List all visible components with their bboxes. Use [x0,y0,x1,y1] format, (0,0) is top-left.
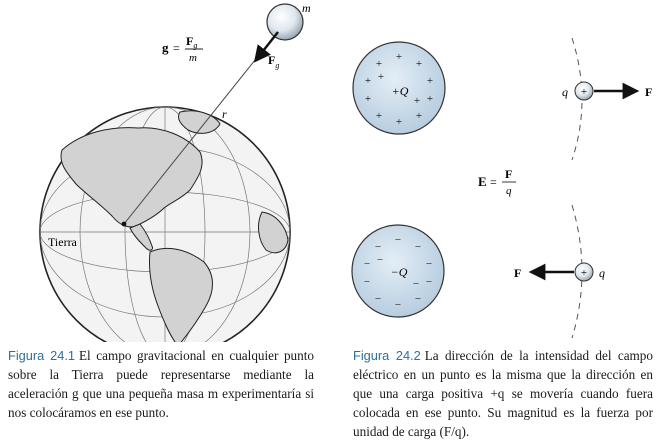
svg-text:Fg: Fg [186,34,197,50]
positive-charge-sphere [352,41,446,135]
force-label-top: F [645,85,652,99]
svg-text:m: m [189,52,197,64]
earth [39,106,291,342]
svg-text:q: q [506,185,512,197]
earth-label: Tierra [48,235,78,249]
svg-text:=: = [490,175,497,189]
test-charge-label-bottom: q [599,266,605,280]
positive-sign: + [414,95,420,107]
central-america [129,223,153,251]
africa-edge [258,211,289,254]
figure-24-1: m Fg r Tierra g = Fg m [39,1,311,342]
test-charge-bottom [574,262,594,282]
positive-sign: + [396,116,402,128]
positive-signs: ++++++++++++ [365,51,433,128]
positive-sign: + [365,93,371,105]
south-america-continent [149,247,213,342]
svg-text:F: F [505,167,512,181]
positive-sign: + [427,93,433,105]
positive-sign: + [427,75,433,87]
negative-charge-label: −Q [391,265,408,279]
north-america-continent [60,127,203,228]
positive-sign: + [396,51,402,63]
test-charge-top [574,81,594,101]
negative-sign: − [364,276,370,288]
distance-label: r [222,107,227,121]
surface-point [121,221,127,227]
force-label-bottom: F [514,266,521,280]
negative-sign: − [413,278,419,290]
negative-sign: − [395,234,401,246]
figure-24-1-caption-text: El campo gravitacional en cualquier punt… [8,348,314,420]
force-label: Fg [268,53,279,70]
figure-24-2: ++++++++++++ +Q −−−−−−−−−−−− −Q + F q + … [351,37,652,339]
negative-sign: − [415,241,421,253]
positive-sign: + [376,58,382,70]
test-charge-bottom-sign: + [581,267,587,279]
svg-text:g: g [162,40,169,55]
force-arrow [253,31,279,63]
positive-sign: + [416,58,422,70]
positive-sign: + [376,110,382,122]
test-charge-label-top: q [562,85,568,99]
gravity-field-formula: g = Fg m [162,34,203,64]
electric-field-formula: E = F q [478,167,516,197]
field-line-top [571,37,583,161]
negative-sign: − [415,293,421,305]
negative-sign: − [375,293,381,305]
negative-sign: − [377,254,383,266]
positive-sign: + [416,110,422,122]
positive-sign: + [365,75,371,87]
figure-24-2-caption-text: La dirección de la intensidad del campo … [353,348,653,439]
negative-sign: − [426,258,432,270]
negative-sign: − [395,299,401,311]
svg-text:=: = [173,41,180,55]
mass-label: m [302,1,311,15]
distance-line [123,29,280,225]
figure-24-1-caption-label: Figura 24.1 [8,348,75,363]
figure-canvas: m Fg r Tierra g = Fg m ++++++++++++ +Q −… [39,1,652,342]
negative-sign: − [426,276,432,288]
negative-sign: − [364,258,370,270]
negative-sign: − [375,241,381,253]
positive-charge-label: +Q [392,84,409,98]
mass-sphere [266,3,304,41]
svg-text:E: E [478,174,487,189]
positive-sign: + [378,71,384,83]
test-charge-top-sign: + [581,86,587,98]
figure-24-2-caption-label: Figura 24.2 [353,348,421,363]
negative-signs: −−−−−−−−−−−− [364,234,432,311]
negative-charge-sphere [351,224,445,318]
